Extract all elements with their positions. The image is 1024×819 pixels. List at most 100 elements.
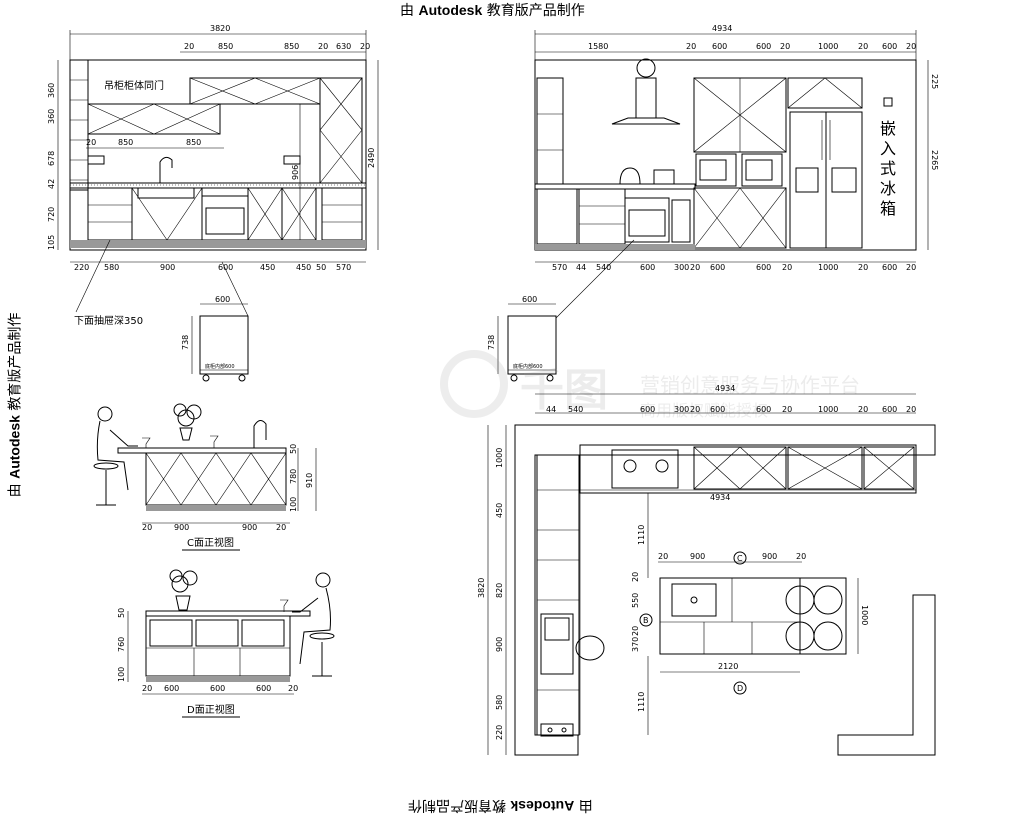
- svg-text:1000: 1000: [860, 605, 869, 625]
- dim-label: 20: [276, 523, 286, 532]
- svg-text:千图: 千图: [520, 365, 608, 416]
- svg-text:1110: 1110: [637, 525, 646, 545]
- dim-label: 20: [360, 42, 370, 51]
- dim-total-width: 3820: [210, 24, 230, 33]
- fridge-label-char: 式: [880, 159, 896, 178]
- dim-label: 600: [712, 42, 727, 51]
- dim-label: 600: [710, 263, 725, 272]
- dim-label: 600: [882, 42, 897, 51]
- dim-label: 20: [906, 405, 916, 414]
- oven-icon: [201, 195, 249, 241]
- stool-icon: [813, 621, 843, 651]
- svg-text:营销创意服务与协作平台: 营销创意服务与协作平台: [640, 373, 860, 397]
- dim-hood-height: 906: [291, 165, 300, 180]
- dim-total-height: 2490: [367, 148, 376, 168]
- svg-text:D: D: [737, 684, 743, 693]
- watermark-top: 由 Autodesk 教育版产品制作: [400, 2, 585, 19]
- dim-label: 20: [86, 138, 96, 147]
- dim-label: 580: [495, 695, 504, 710]
- pot-icon: [653, 169, 675, 185]
- dim-label: 900: [160, 263, 175, 272]
- dim-label: 20: [906, 42, 916, 51]
- dim-label: 300: [674, 263, 689, 272]
- dim-label: 820: [495, 583, 504, 598]
- oven-icon: [624, 197, 670, 243]
- dim-label: 550: [631, 593, 640, 608]
- dim-label: 720: [47, 207, 56, 222]
- plant-icon: [173, 403, 202, 441]
- fridge-label-char: 嵌: [880, 119, 896, 138]
- dim-label: 50: [117, 608, 126, 618]
- dim-label: 20: [288, 684, 298, 693]
- dim-label: 20: [858, 42, 868, 51]
- qiantu-logo: 千图 营销创意服务与协作平台 商用版权赋能授权: [440, 350, 860, 420]
- dim-label: 850: [186, 138, 201, 147]
- svg-text:商用版权赋能授权: 商用版权赋能授权: [640, 401, 768, 420]
- svg-text:B: B: [643, 616, 649, 625]
- gas-hob-icon: [611, 449, 679, 489]
- socket-icon: [283, 155, 301, 165]
- range-hood-icon: [611, 58, 681, 125]
- svg-text:底柜内部600: 底柜内部600: [513, 363, 543, 370]
- svg-text:4934: 4934: [710, 493, 730, 502]
- dim-label: 105: [47, 235, 56, 250]
- svg-text:底柜内部600: 底柜内部600: [205, 363, 235, 370]
- dim-label: 1580: [588, 42, 608, 51]
- dim-label: 678: [47, 151, 56, 166]
- dim-label: 450: [495, 503, 504, 518]
- svg-text:4934: 4934: [715, 384, 735, 393]
- marker-c: C: [733, 551, 747, 565]
- dim-label: 600: [640, 263, 655, 272]
- dim-total-height: 910: [305, 473, 314, 488]
- dim-label: 20: [184, 42, 194, 51]
- faucet-icon: [253, 420, 267, 448]
- dim-label: 360: [47, 83, 56, 98]
- dim-label: 20: [858, 405, 868, 414]
- dim-label: 540: [596, 263, 611, 272]
- dim-label: 20: [658, 552, 668, 561]
- dim-label: 20: [858, 263, 868, 272]
- dim-label: 1000: [818, 42, 838, 51]
- marker-d: D: [733, 681, 747, 695]
- dim-label: 42: [47, 179, 56, 189]
- caption-view-d: D面正视图: [187, 703, 235, 716]
- fridge-icon: [789, 111, 863, 249]
- dim-label: 900: [690, 552, 705, 561]
- dim-label: 450: [260, 263, 275, 272]
- dim-label: 100: [117, 667, 126, 682]
- svg-text:2120: 2120: [718, 662, 738, 671]
- dim-label: 850: [284, 42, 299, 51]
- plant-icon: [169, 569, 198, 611]
- dim-label: 20: [780, 42, 790, 51]
- person-topview-icon: [575, 635, 605, 661]
- dim-label: 44: [576, 263, 586, 272]
- svg-text:225: 225: [930, 74, 939, 89]
- dim-label: 570: [552, 263, 567, 272]
- person-seated-icon: [292, 572, 335, 677]
- dim-label: 600: [756, 42, 771, 51]
- dim-label: 1000: [818, 263, 838, 272]
- dim-label: 44: [546, 405, 556, 414]
- dim-label: 20: [782, 263, 792, 272]
- dim-label: 630: [336, 42, 351, 51]
- svg-text:600: 600: [215, 295, 230, 304]
- dim-label: 600: [164, 684, 179, 693]
- dim-label: 600: [710, 405, 725, 414]
- dim-label: 900: [495, 637, 504, 652]
- dim-label: 20: [631, 572, 640, 582]
- svg-text:3820: 3820: [477, 578, 486, 598]
- stool-icon: [813, 585, 843, 615]
